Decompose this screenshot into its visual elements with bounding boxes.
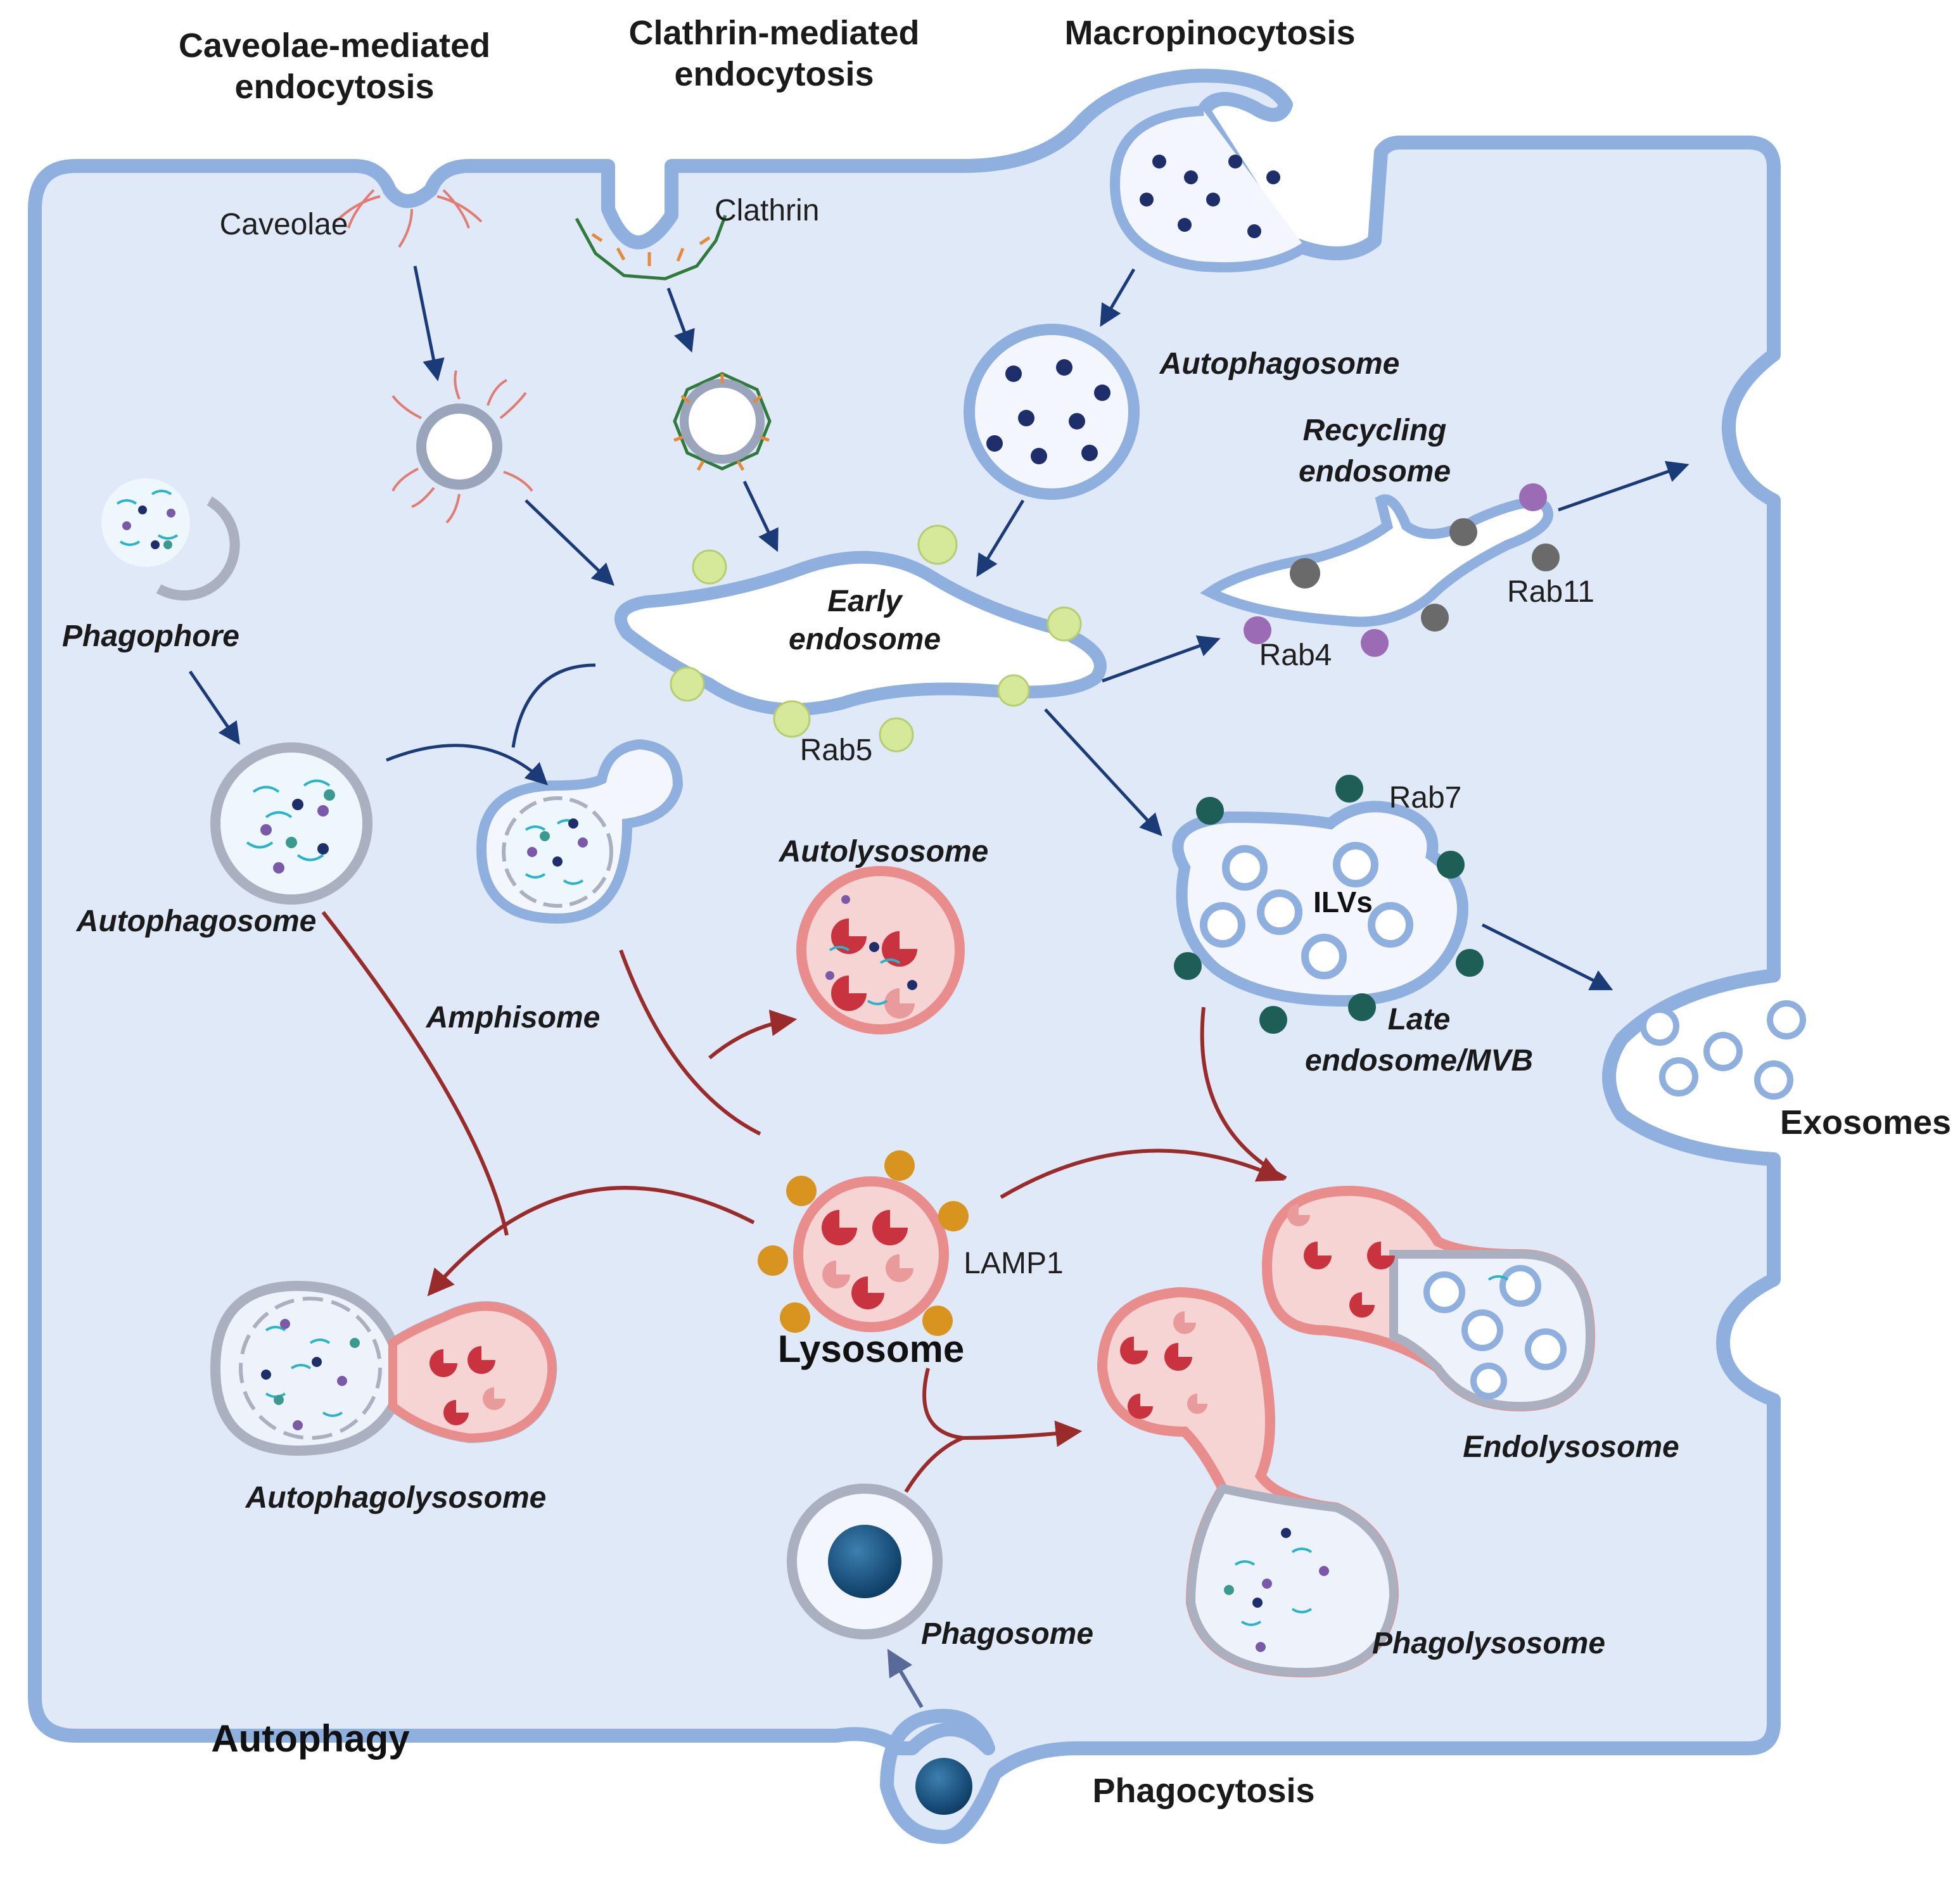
lamp1-label: LAMP1	[964, 1247, 1063, 1280]
phagolysosome	[1097, 1287, 1399, 1678]
phagocytic-cup-particle	[915, 1758, 972, 1815]
early-endosome-label-line1: Early	[827, 585, 903, 618]
phagosome-label: Phagosome	[921, 1617, 1093, 1651]
clathrin-header-line2: endocytosis	[674, 55, 874, 93]
phagolysosome-label: Phagolysosome	[1372, 1627, 1605, 1660]
endolysosome	[1261, 1185, 1596, 1412]
amphisome	[476, 739, 684, 924]
exosomes	[1640, 1000, 1806, 1100]
macropinosome-cup	[1109, 106, 1308, 272]
red-arrows	[321, 911, 1287, 1493]
arrow-phagosome-to-phagolysosome	[904, 1436, 964, 1493]
arrow-mvb-to-exosomes	[1481, 923, 1613, 991]
arrow-early-to-recycling	[1102, 635, 1221, 683]
blue-arrows	[188, 265, 1690, 991]
clathrin-header-line1: Clathrin-mediated	[628, 14, 919, 52]
rab5-label: Rab5	[800, 734, 873, 767]
clathrin-coated-pit	[575, 215, 727, 281]
caveolae-header-line1: Caveolae-mediated	[179, 27, 490, 65]
autophagosome-left-label: Autophagosome	[76, 905, 317, 938]
endolysosome-label: Endolysosome	[1463, 1430, 1679, 1464]
macropinosome	[964, 324, 1140, 500]
arrow-clathrin-to-vesicle	[666, 288, 695, 353]
phagophore-label: Phagophore	[62, 620, 239, 653]
recycling-endosome-label-line2: endosome	[1299, 455, 1451, 488]
arrow-clathrin-to-early-endosome	[742, 480, 779, 552]
autophagosome-left	[210, 742, 372, 905]
autophagolysosome	[210, 1280, 557, 1456]
rab4-label: Rab4	[1259, 639, 1332, 672]
phagosome	[787, 1484, 943, 1639]
phagocytosis-header: Phagocytosis	[1092, 1772, 1314, 1810]
late-endosome-label-line1: Late	[1388, 1003, 1451, 1036]
arrow-caveolae-to-vesicle	[413, 265, 445, 381]
arrow-to-autolysosome	[708, 1009, 798, 1060]
late-endosome-label-line2: endosome/MVB	[1305, 1044, 1533, 1078]
arrow-caveolae-to-early-endosome	[525, 499, 615, 586]
arrow-early-endosome-to-amphisome	[511, 663, 596, 748]
arrow-macropinosome	[1100, 268, 1136, 327]
early-endosome	[614, 525, 1107, 753]
caveolae-header-line2: endocytosis	[234, 68, 434, 106]
late-endosome-mvb	[1172, 775, 1484, 1034]
rab7-label: Rab7	[1389, 781, 1462, 815]
arrow-amphisome-to-lysosome	[619, 949, 761, 1136]
arrow-early-to-late-endosome	[1044, 708, 1162, 837]
caveolae-label: Caveolae	[220, 208, 348, 241]
arrow-autophagosome-to-amphisome	[386, 744, 549, 785]
arrow-phagophore-to-autophagosome	[188, 670, 240, 745]
autophagolysosome-label: Autophagolysosome	[245, 1481, 547, 1515]
amphisome-label: Amphisome	[426, 1001, 601, 1034]
arrow-lysosome-to-autophagolysosome	[427, 1186, 755, 1297]
caveolae-pit	[334, 189, 483, 248]
autophagy-header: Autophagy	[211, 1717, 410, 1760]
autolysosome-label: Autolysosome	[779, 835, 989, 868]
autophagosome-top-label: Autophagosome	[1159, 347, 1400, 381]
ilvs-label: ILVs	[1313, 886, 1373, 919]
lysosome-label: Lysosome	[778, 1328, 965, 1370]
arrow-autophagosome-to-autophagolysosome	[321, 911, 509, 1236]
recycling-endosome	[1200, 483, 1560, 657]
early-endosome-label-line2: endosome	[789, 623, 941, 656]
arrow-lysosome-to-phagolysosome	[922, 1368, 1083, 1447]
clathrin-label: Clathrin	[715, 194, 819, 227]
rab11-label: Rab11	[1507, 575, 1594, 609]
exosomes-header: Exosomes	[1780, 1103, 1951, 1141]
arrow-macropinosome-to-early-endosome	[976, 499, 1025, 577]
caveolae-vesicle	[391, 370, 533, 524]
autolysosome	[796, 866, 965, 1034]
phagophore	[101, 478, 240, 601]
arrow-phagocytosis-to-phagosome	[887, 1648, 924, 1708]
lysosome	[758, 1150, 969, 1336]
arrow-mvb-to-endolysosome	[1200, 1007, 1287, 1180]
clathrin-coated-vesicle	[673, 372, 772, 471]
arrow-recycling-to-membrane	[1558, 461, 1690, 512]
arrow-lysosome-to-endolysosome	[1000, 1148, 1285, 1199]
recycling-endosome-label-line1: Recycling	[1303, 414, 1447, 447]
macropinocytosis-header: Macropinocytosis	[1064, 14, 1355, 52]
